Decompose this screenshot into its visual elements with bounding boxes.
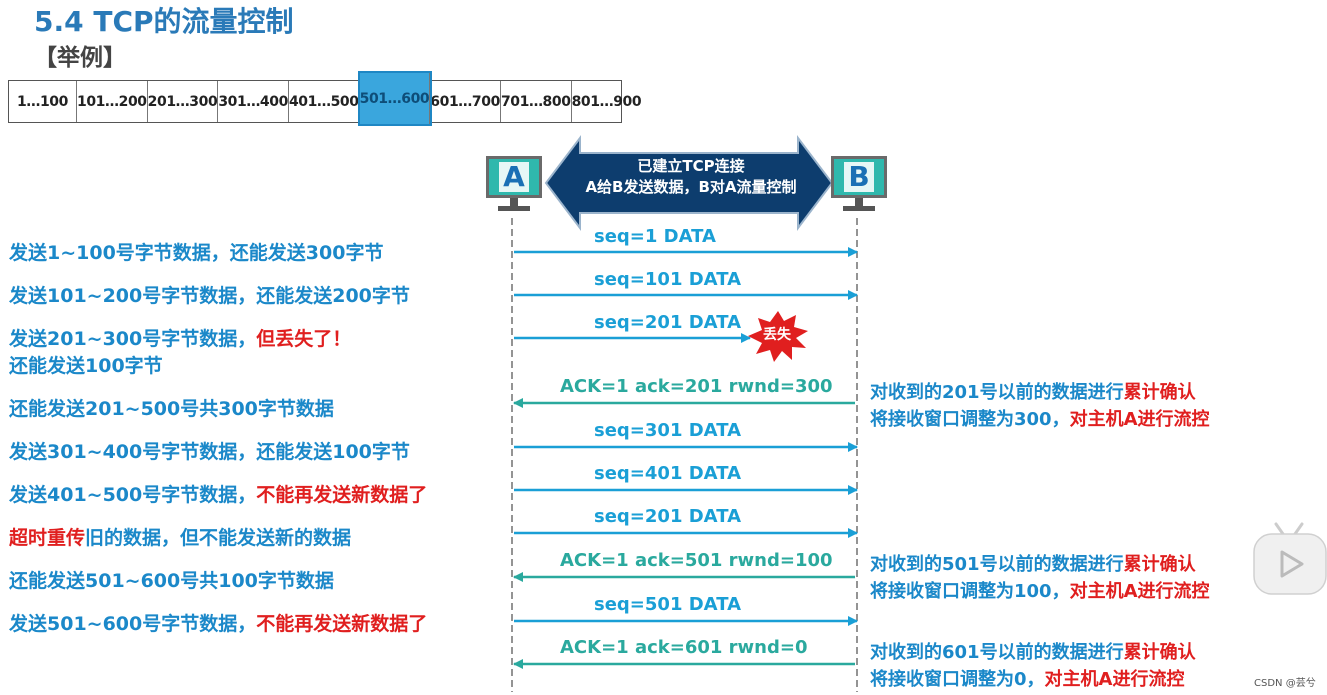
segment-cell: 201…300: [148, 81, 219, 122]
left-annotation: 还能发送100字节: [9, 355, 163, 377]
host-b-label: B: [844, 162, 874, 192]
byte-segment-bar: 1…100 101…200 201…300 301…400 401…500 50…: [8, 71, 642, 126]
right-annotation: 将接收窗口调整为100，对主机A进行流控: [870, 581, 1210, 602]
message-label: seq=501 DATA: [594, 594, 742, 615]
segment-cell-highlighted: 501…600: [357, 71, 433, 126]
left-annotation: 发送501~600号字节数据，不能再发送新数据了: [9, 613, 428, 635]
left-annotation: 发送1~100号字节数据，还能发送300字节: [9, 242, 384, 264]
right-annotation: 对收到的501号以前的数据进行累计确认: [870, 554, 1196, 575]
message-label: ACK=1 ack=201 rwnd=300: [560, 376, 833, 397]
connection-line2: A给B发送数据，B对A流量控制: [585, 178, 797, 196]
right-annotation: 对收到的601号以前的数据进行累计确认: [870, 642, 1196, 663]
left-annotation: 还能发送201~500号共300字节数据: [9, 398, 334, 420]
left-annotation: 还能发送501~600号共100字节数据: [9, 570, 334, 592]
right-annotation: 对收到的201号以前的数据进行累计确认: [870, 382, 1196, 403]
segment-cell: 401…500: [289, 81, 360, 122]
segment-cell: 1…100: [9, 81, 77, 122]
left-annotation: 发送101~200号字节数据，还能发送200字节: [9, 285, 410, 307]
right-annotation: 将接收窗口调整为300，对主机A进行流控: [870, 409, 1210, 430]
message-label: seq=201 DATA: [594, 312, 742, 333]
host-b-computer-icon: B: [831, 156, 887, 212]
segment-cell: 801…900: [571, 93, 642, 110]
loss-burst-icon: [748, 311, 808, 362]
video-play-button[interactable]: [1250, 520, 1327, 598]
connection-label: 已建立TCP连接 A给B发送数据，B对A流量控制: [550, 156, 832, 198]
loss-label: 丢失: [763, 327, 791, 343]
left-annotation: 发送401~500号字节数据，不能再发送新数据了: [9, 484, 428, 506]
segment-cell: 701…800: [501, 81, 572, 122]
host-a-label: A: [499, 162, 529, 192]
message-label: seq=1 DATA: [594, 226, 716, 247]
message-label: ACK=1 ack=601 rwnd=0: [560, 637, 808, 658]
left-annotation: 发送301~400号字节数据，还能发送100字节: [9, 441, 410, 463]
example-label: 【举例】: [34, 45, 126, 71]
message-label: seq=401 DATA: [594, 463, 742, 484]
connection-line1: 已建立TCP连接: [637, 157, 745, 175]
segment-cell: 301…400: [218, 81, 289, 122]
watermark: CSDN @芸兮: [1254, 678, 1316, 689]
segment-cell: 601…700: [430, 81, 501, 122]
message-label: seq=201 DATA: [594, 506, 742, 527]
message-label: seq=101 DATA: [594, 269, 742, 290]
left-annotation: 超时重传旧的数据，但不能发送新的数据: [9, 527, 352, 549]
slide-title: 5.4 TCP的流量控制: [34, 5, 294, 38]
left-annotation: 发送201~300号字节数据，但丢失了！: [9, 328, 352, 350]
host-a-computer-icon: A: [486, 156, 542, 212]
right-annotation: 将接收窗口调整为0，对主机A进行流控: [870, 669, 1185, 690]
segment-cell: 101…200: [77, 81, 148, 122]
message-label: ACK=1 ack=501 rwnd=100: [560, 550, 833, 571]
message-label: seq=301 DATA: [594, 420, 742, 441]
